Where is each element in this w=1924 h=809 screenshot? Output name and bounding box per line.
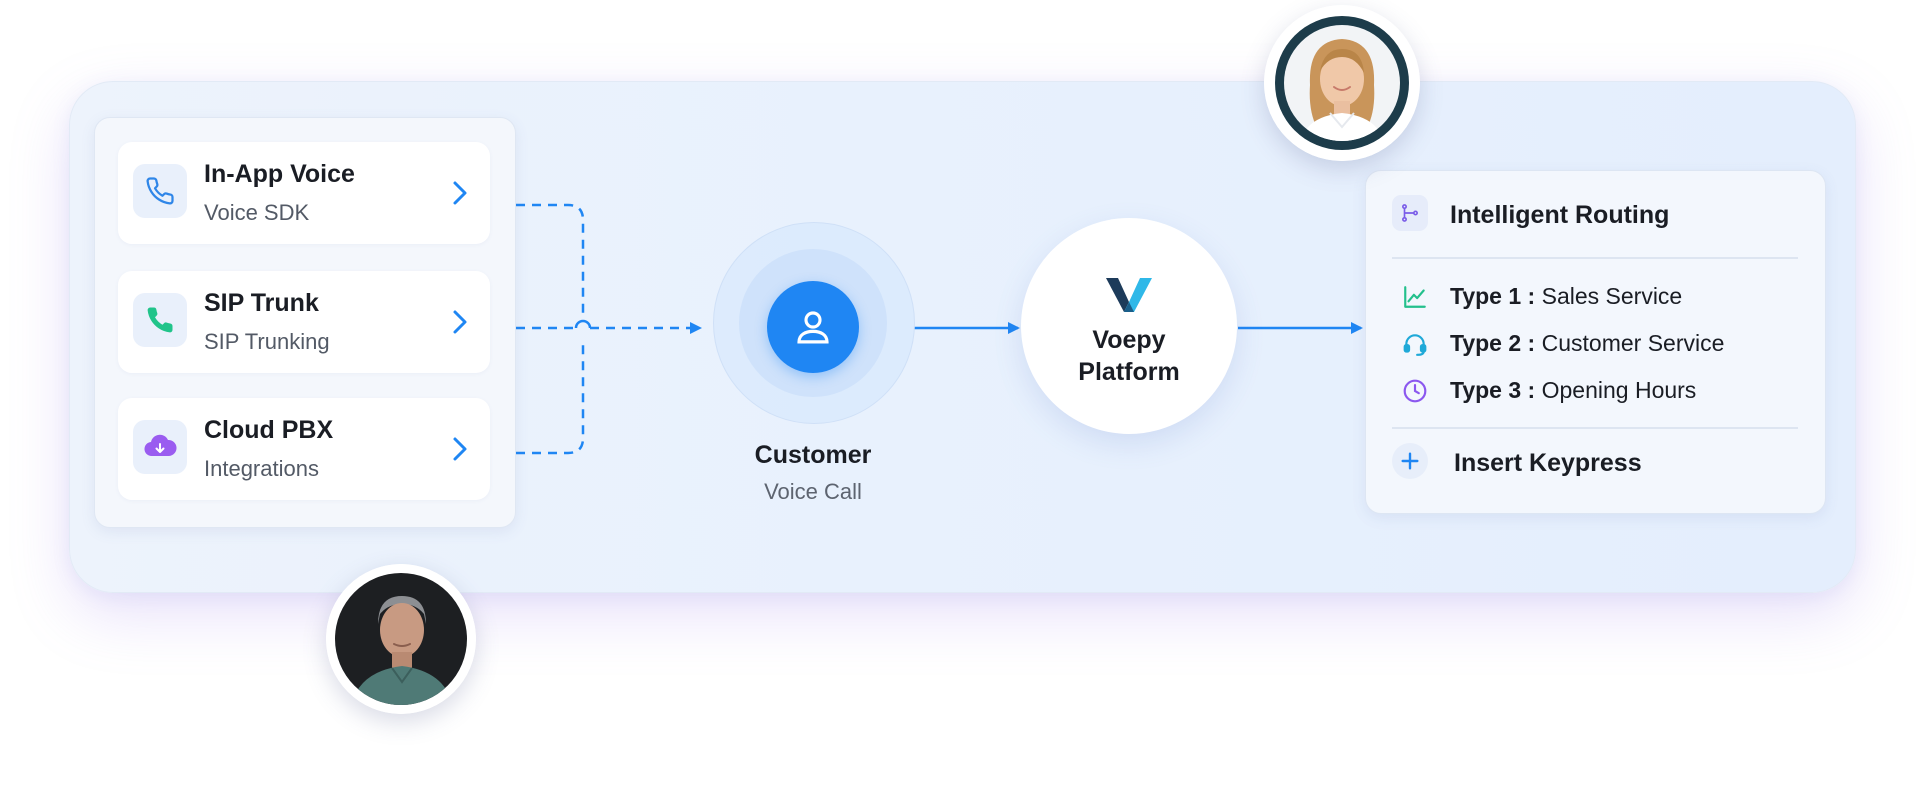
phone-green-icon bbox=[133, 293, 187, 347]
chevron-right-icon[interactable] bbox=[452, 436, 468, 462]
connector-cloud-pbx bbox=[516, 340, 585, 455]
route-type-separator: : bbox=[1527, 377, 1536, 403]
phone-icon bbox=[133, 164, 187, 218]
clock-icon bbox=[1403, 379, 1427, 403]
route-type-text: Type 3 : Opening Hours bbox=[1450, 377, 1696, 404]
route-type-text: Type 2 : Customer Service bbox=[1450, 330, 1724, 357]
avatar-agent-woman bbox=[1264, 5, 1420, 161]
source-subtitle: SIP Trunking bbox=[204, 329, 330, 354]
route-type-separator: : bbox=[1527, 283, 1536, 309]
chevron-right-icon[interactable] bbox=[452, 309, 468, 335]
platform-name-line2: Platform bbox=[1078, 358, 1180, 386]
cloud-icon bbox=[133, 420, 187, 474]
source-title: Cloud PBX bbox=[204, 416, 334, 444]
source-item-in-app-voice[interactable]: In-App Voice Voice SDK bbox=[118, 142, 490, 244]
source-item-sip-trunk[interactable]: SIP Trunk SIP Trunking bbox=[118, 271, 490, 373]
platform-name-line1: Voepy bbox=[1092, 326, 1166, 354]
route-type-value: Sales Service bbox=[1541, 283, 1683, 309]
routing-card: Intelligent Routing Type 1 : Sales Servi… bbox=[1365, 170, 1826, 514]
route-type-1[interactable]: Type 1 : Sales Service bbox=[1392, 279, 1812, 313]
route-type-label: Type 3 bbox=[1450, 377, 1522, 403]
connector-in-app-voice bbox=[516, 203, 585, 316]
headset-icon bbox=[1403, 334, 1427, 356]
chevron-right-icon[interactable] bbox=[452, 180, 468, 206]
platform-name: Voepy Platform bbox=[1021, 324, 1237, 388]
routing-title: Intelligent Routing bbox=[1450, 201, 1670, 229]
source-title: In-App Voice bbox=[204, 160, 355, 188]
source-item-cloud-pbx[interactable]: Cloud PBX Integrations bbox=[118, 398, 490, 500]
source-subtitle: Voice SDK bbox=[204, 200, 310, 225]
source-subtitle: Integrations bbox=[204, 456, 319, 481]
route-type-value: Opening Hours bbox=[1541, 377, 1697, 403]
voepy-logo-icon bbox=[1106, 278, 1152, 312]
source-title: SIP Trunk bbox=[204, 289, 319, 317]
insert-keypress-button[interactable]: Insert Keypress bbox=[1454, 449, 1642, 477]
customer-title: Customer bbox=[754, 441, 872, 469]
plus-icon[interactable] bbox=[1392, 443, 1428, 479]
route-type-value: Customer Service bbox=[1541, 330, 1725, 356]
route-type-text: Type 1 : Sales Service bbox=[1450, 283, 1682, 310]
divider bbox=[1392, 257, 1798, 259]
route-type-separator: : bbox=[1527, 330, 1536, 356]
chart-line-icon bbox=[1404, 286, 1426, 308]
customer-subtitle: Voice Call bbox=[764, 479, 862, 504]
platform-node[interactable]: Voepy Platform bbox=[1021, 218, 1237, 434]
route-type-3[interactable]: Type 3 : Opening Hours bbox=[1392, 373, 1812, 407]
route-type-label: Type 1 bbox=[1450, 283, 1522, 309]
route-type-2[interactable]: Type 2 : Customer Service bbox=[1392, 326, 1812, 360]
branch-icon bbox=[1392, 195, 1428, 231]
divider bbox=[1392, 427, 1798, 429]
avatar-customer-man bbox=[326, 564, 476, 714]
user-icon bbox=[797, 311, 829, 344]
route-type-label: Type 2 bbox=[1450, 330, 1522, 356]
customer-node[interactable] bbox=[767, 281, 859, 373]
